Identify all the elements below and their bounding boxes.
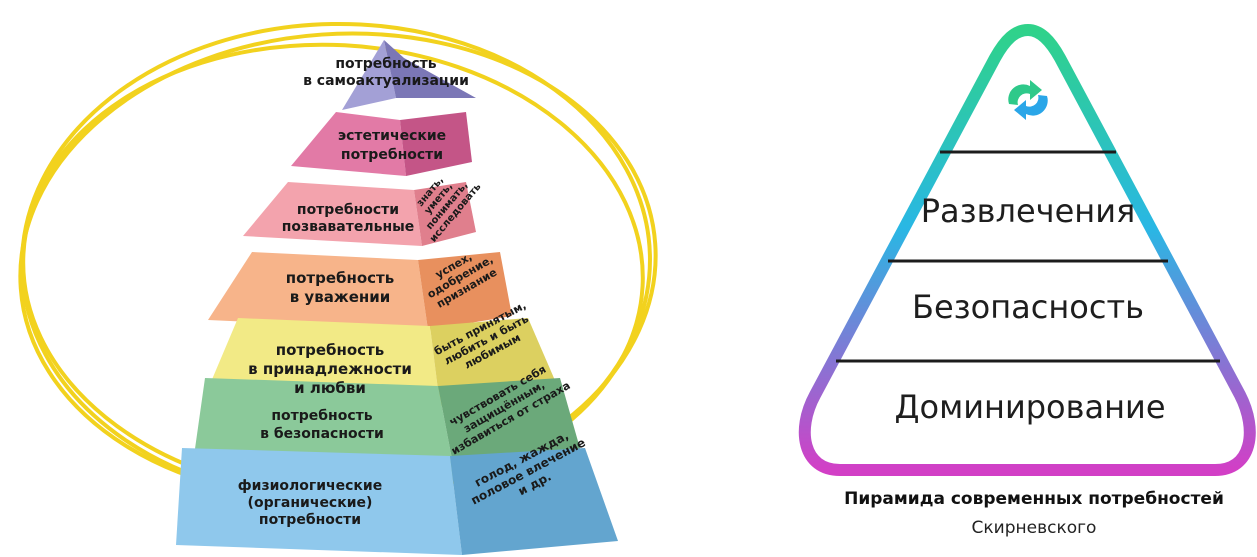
pyramid-level-front (176, 448, 462, 555)
level-label-line: (органические) (248, 495, 373, 511)
level-label-line: потребность (335, 56, 436, 72)
level-label-line: в уважении (290, 288, 391, 306)
level-label-line: потребности (259, 512, 361, 528)
pyramid-level-front (291, 112, 406, 176)
level-label-line: позвавательные (282, 219, 415, 235)
tier-label-safety: Безопасность (912, 288, 1144, 326)
pyramid-level-front (243, 182, 422, 246)
caption-subtitle: Скирневского (972, 518, 1097, 538)
sync-arrows-icon (1008, 80, 1048, 120)
level-label-line: потребность (271, 408, 372, 424)
pyramid-level-side (450, 448, 618, 555)
level-label-line: эстетические (338, 128, 446, 144)
pyramid-level-front (208, 252, 428, 330)
tier-label-domination: Доминирование (895, 388, 1166, 426)
pyramid-level-side (400, 112, 472, 176)
level-label-line: и любви (294, 379, 366, 397)
level-label-line: потребности (341, 147, 443, 163)
level-label: эстетические потребности (338, 128, 446, 163)
triangle-outline (798, 24, 1256, 476)
level-label-line: потребность (286, 269, 395, 287)
skirnevsky-pyramid: Развлечения Безопасность Доминирование П… (798, 24, 1256, 538)
level-label-line: в безопасности (260, 426, 384, 442)
level-label-line: потребности (297, 202, 399, 218)
level-label-line: в самоактуализации (303, 73, 469, 89)
level-label: потребность в безопасности (260, 408, 384, 442)
tier-label-entertainment: Развлечения (921, 192, 1135, 230)
pyramid-level-side (384, 40, 476, 98)
level-label-line: физиологические (238, 478, 382, 494)
caption-title: Пирамида современных потребностей (844, 489, 1224, 509)
level-label-line: потребность (276, 341, 385, 359)
level-label-line: в принадлежности (248, 360, 412, 378)
pyramid-level-front (342, 40, 396, 110)
level-label: физиологические(органические)потребности (238, 478, 382, 528)
pyramid-level-side (414, 182, 476, 246)
pyramid-level-side (418, 252, 512, 330)
